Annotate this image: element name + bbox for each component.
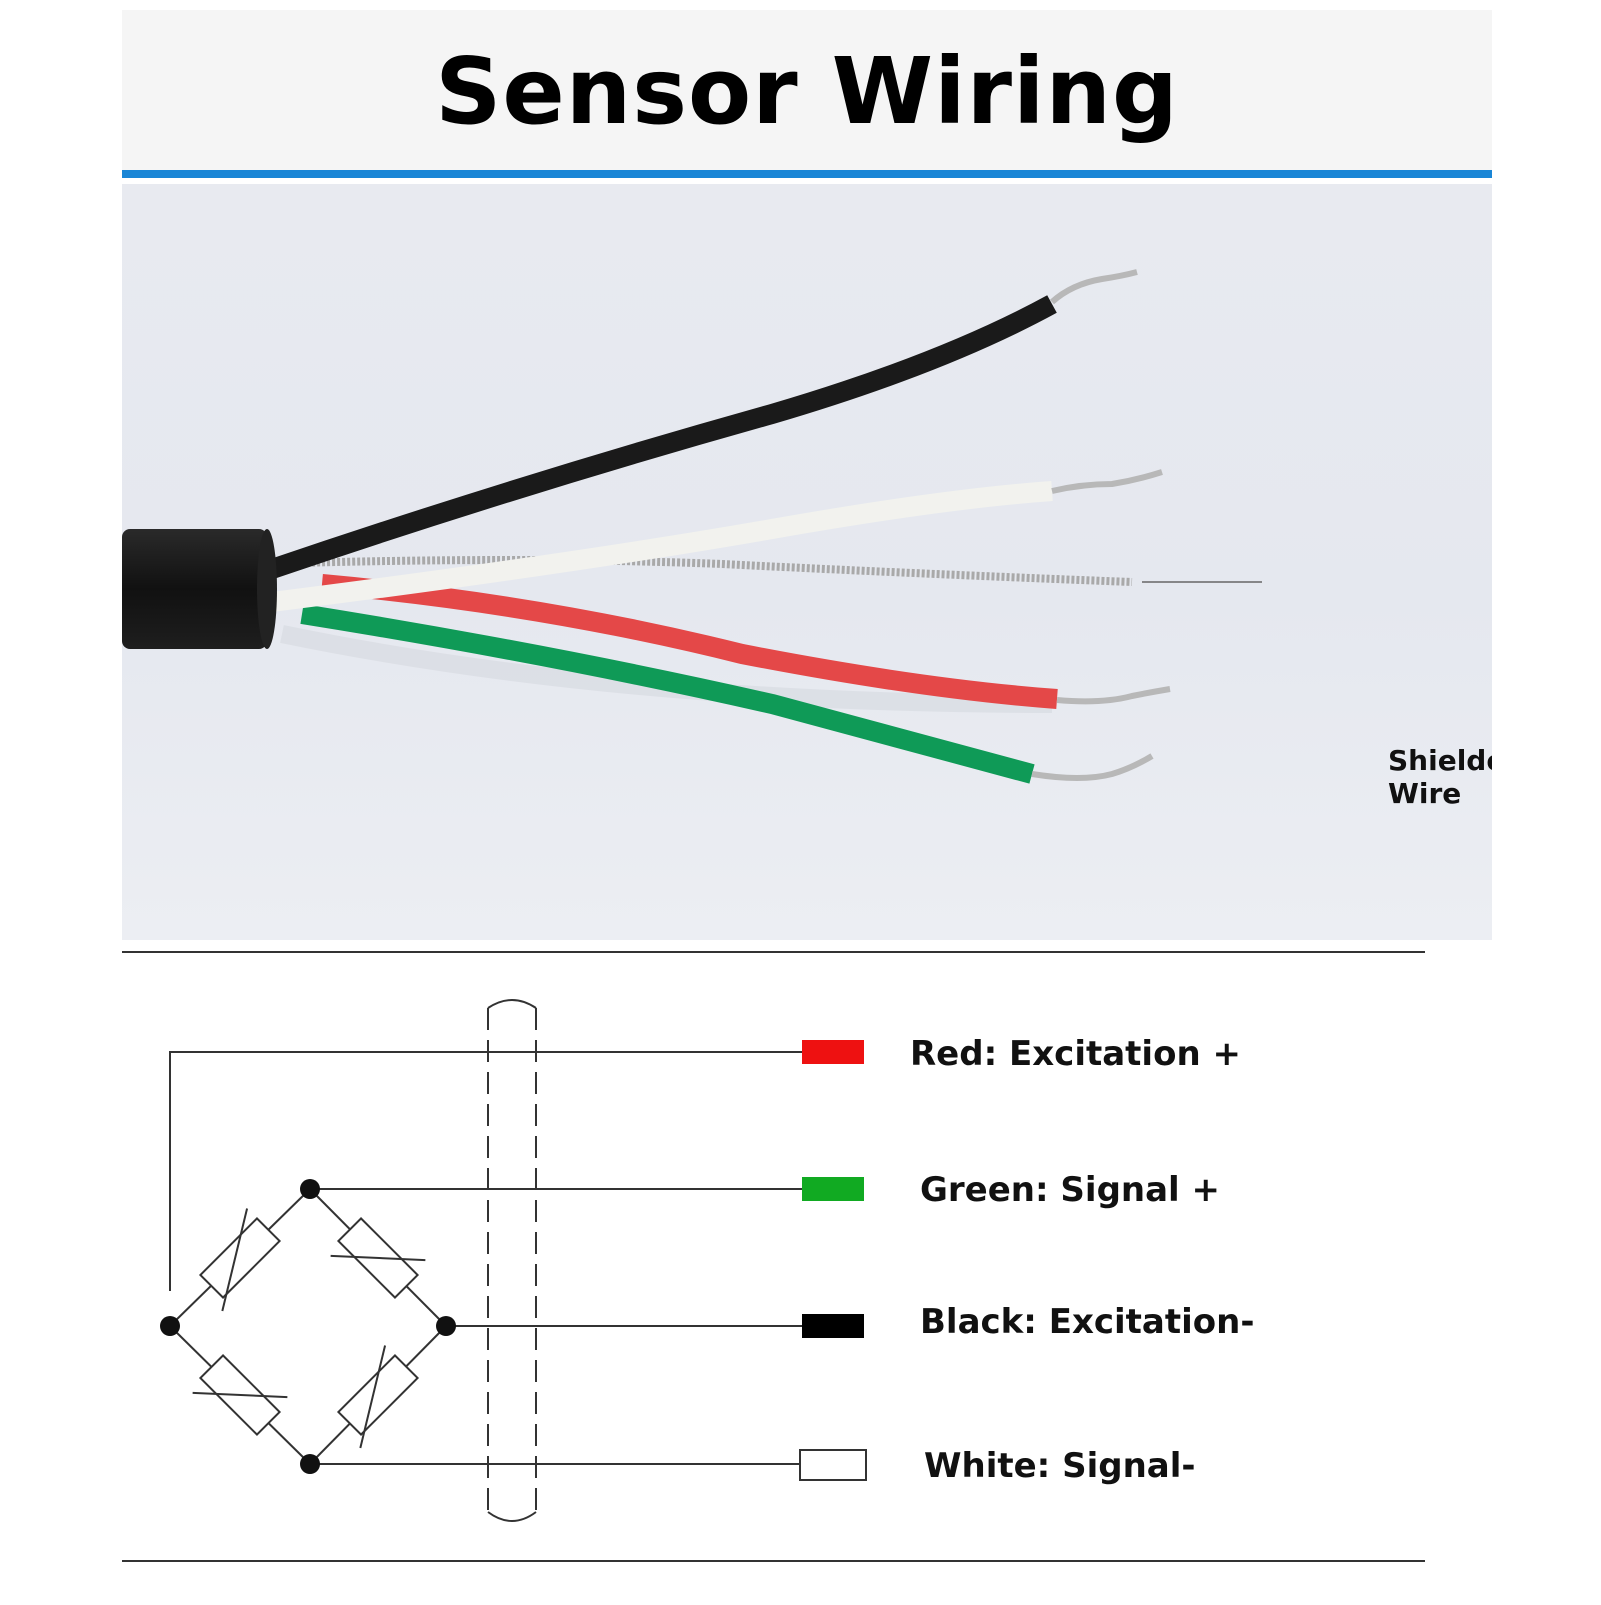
wiring-schematic: Red: Excitation + Green: Signal + Black:… bbox=[0, 940, 1601, 1601]
red-terminal bbox=[802, 1040, 864, 1064]
node-bottom bbox=[300, 1454, 320, 1474]
cable-photo: Shielded Wire bbox=[122, 184, 1492, 940]
node-right bbox=[436, 1316, 456, 1336]
resistor-top-right bbox=[330, 1216, 426, 1300]
legend-green-label: Green: Signal + bbox=[920, 1170, 1221, 1210]
excitation-plus-line bbox=[169, 1051, 802, 1291]
black-wire bbox=[268, 269, 1138, 579]
node-left bbox=[160, 1316, 180, 1336]
white-wire bbox=[270, 469, 1163, 612]
shield-braid bbox=[261, 556, 1262, 586]
shielded-wire-label: Shielded Wire bbox=[1388, 744, 1492, 810]
resistor-top-left bbox=[198, 1208, 282, 1312]
legend-black-label: Black: Excitation- bbox=[920, 1302, 1255, 1342]
schematic-svg bbox=[122, 951, 1425, 1562]
white-terminal bbox=[799, 1449, 867, 1481]
node-top bbox=[300, 1179, 320, 1199]
shield-symbol bbox=[487, 999, 537, 1522]
black-terminal bbox=[802, 1314, 864, 1338]
legend-white-label: White: Signal- bbox=[924, 1446, 1196, 1486]
green-wire bbox=[300, 604, 1154, 784]
resistor-bottom-right bbox=[336, 1345, 420, 1449]
legend-red-label: Red: Excitation + bbox=[910, 1034, 1241, 1074]
page-title: Sensor Wiring bbox=[435, 38, 1179, 145]
resistor-bottom-left bbox=[192, 1353, 288, 1437]
title-banner: Sensor Wiring bbox=[122, 10, 1492, 170]
green-terminal bbox=[802, 1177, 864, 1201]
cable-illustration bbox=[122, 269, 1262, 784]
red-wire bbox=[321, 574, 1171, 709]
accent-bar bbox=[122, 170, 1492, 178]
cable-jacket bbox=[122, 529, 277, 649]
